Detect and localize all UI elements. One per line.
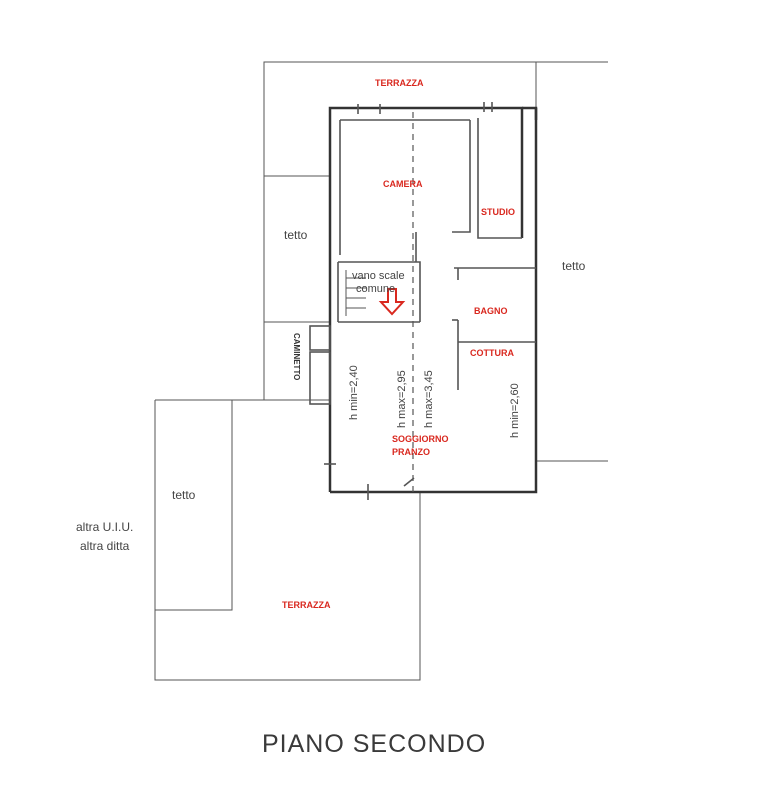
room-label-camera: CAMERA [383, 179, 423, 189]
room-label-studio: STUDIO [481, 207, 515, 217]
room-label-pranzo: PRANZO [392, 447, 430, 457]
room-label-cottura: COTTURA [470, 348, 514, 358]
entrance-arrow-icon [378, 288, 406, 316]
height-max-2: h max=3,45 [423, 370, 435, 428]
label-comune: comune [356, 283, 395, 295]
outer-outline [154, 61, 608, 681]
room-label-soggiorno: SOGGIORNO [392, 434, 449, 444]
label-vano-scale: vano scale [352, 270, 405, 282]
height-min-right: h min=2,60 [509, 383, 521, 438]
room-label-terrazza-bottom: TERRAZZA [282, 600, 331, 610]
label-altra-uiu: altra U.I.U. [76, 520, 133, 534]
plan-title: PIANO SECONDO [262, 730, 486, 758]
label-tetto-lower: tetto [172, 488, 196, 502]
height-max-1: h max=2,95 [396, 370, 408, 428]
label-tetto-right: tetto [562, 259, 586, 273]
room-label-caminetto: CAMINETTO [292, 333, 301, 380]
room-label-terrazza-top: TERRAZZA [375, 78, 424, 88]
room-label-bagno: BAGNO [474, 306, 508, 316]
apartment-walls [309, 102, 538, 500]
label-altra-ditta: altra ditta [80, 539, 130, 553]
label-tetto-left: tetto [284, 228, 308, 242]
height-min-left: h min=2,40 [348, 365, 360, 420]
